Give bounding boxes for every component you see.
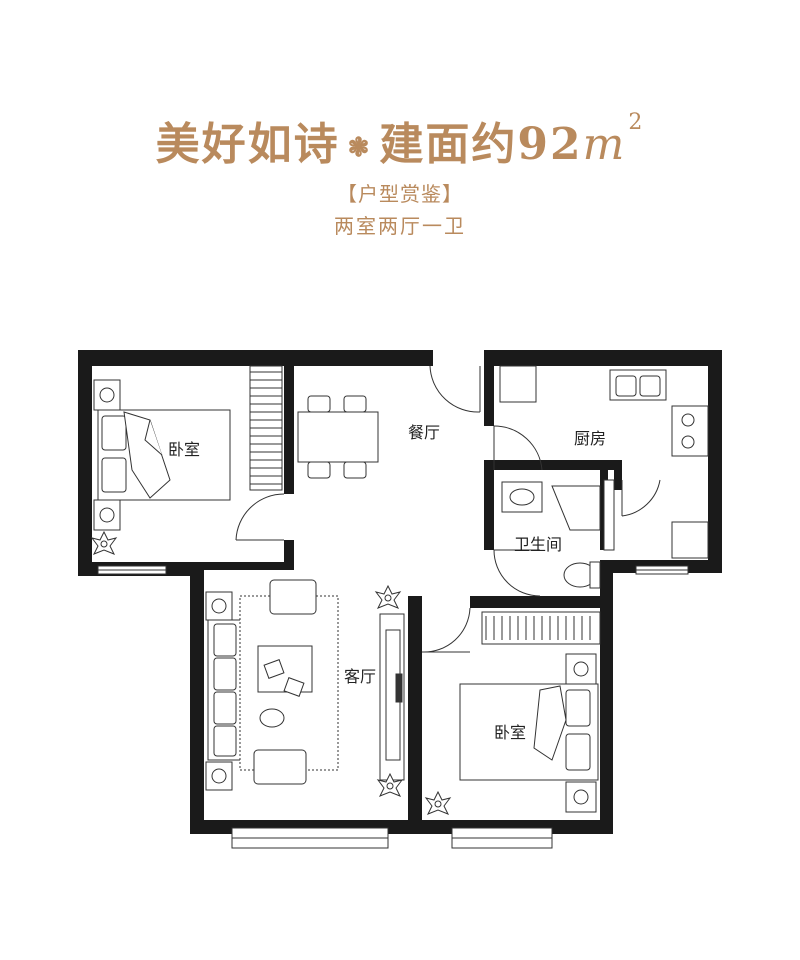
room-label-living: 客厅	[344, 667, 376, 686]
doors	[235, 365, 661, 653]
area-unit-superscript: 2	[628, 110, 645, 135]
flower-separator-icon: ❃	[347, 132, 372, 163]
room-label-second-bedroom: 卧室	[494, 723, 526, 742]
wardrobe-master	[249, 365, 283, 491]
layout-type: 两室两厅一卫	[334, 214, 466, 238]
title-part1: 美好如诗	[155, 119, 340, 170]
bathroom-fixtures	[501, 481, 601, 589]
kitchen-fixtures	[499, 365, 709, 559]
plant-icons	[90, 530, 452, 815]
room-label-bathroom: 卫生间	[514, 535, 562, 554]
plant-icon	[374, 584, 402, 609]
second-bedroom-furniture	[459, 611, 601, 813]
living-room-furniture	[205, 579, 405, 791]
page-title: 美好如诗❃建面约92m2	[0, 108, 800, 172]
room-label-kitchen: 厨房	[574, 429, 606, 448]
plant-icon	[90, 530, 118, 555]
master-bedroom-furniture	[93, 379, 231, 531]
windows	[97, 479, 689, 849]
plant-icon	[424, 790, 452, 815]
plant-icon	[376, 772, 404, 797]
dining-table	[297, 395, 379, 479]
subtitle: 【户型赏鉴】	[337, 182, 463, 206]
room-label-dining: 餐厅	[408, 423, 440, 442]
area-unit: m	[582, 119, 627, 170]
title-part2: 建面约92	[379, 119, 583, 170]
room-label-master-bedroom: 卧室	[168, 440, 200, 459]
